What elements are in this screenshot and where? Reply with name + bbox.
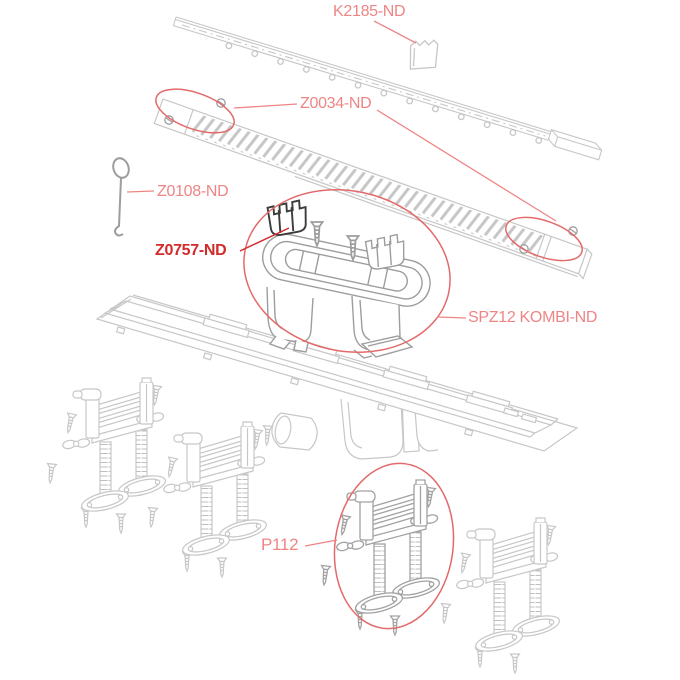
siphon-assembly-drawing <box>262 221 431 359</box>
callout-siphon <box>243 189 451 353</box>
label-k2185: K2185-ND <box>333 3 406 20</box>
label-z0034: Z0034-ND <box>300 95 372 112</box>
callout-ellipses <box>155 88 583 630</box>
drain-grate-drawing <box>153 98 593 280</box>
label-z0108: Z0108-ND <box>157 183 229 200</box>
callout-grate-right-end <box>505 216 583 262</box>
fixing-clip-drawing <box>409 39 439 70</box>
callout-foot <box>333 462 455 630</box>
support-foot-highlighted-drawing <box>320 480 442 635</box>
leader-z0034-left <box>233 103 298 109</box>
leader-p112 <box>304 539 338 547</box>
label-z0757: Z0757-ND <box>155 242 227 259</box>
leader-z0757 <box>239 227 290 252</box>
leader-z0108 <box>126 190 155 193</box>
leader-k2185 <box>373 20 417 44</box>
leader-lines <box>126 20 557 547</box>
callout-grate-left-end <box>155 88 235 134</box>
comb-insert-light-drawing <box>364 233 407 271</box>
label-p112: P112 <box>261 535 299 554</box>
leader-spz12 <box>436 316 467 319</box>
mounting-rail-drawing <box>172 16 603 161</box>
leader-z0034-right <box>376 109 557 222</box>
comb-insert-dark-drawing <box>266 199 309 237</box>
label-spz12: SPZ12 KOMBI-ND <box>468 309 598 326</box>
cleaning-hook-drawing <box>112 157 130 237</box>
leader-line-emphasis <box>239 227 290 252</box>
channel-body-drawing <box>95 294 579 476</box>
